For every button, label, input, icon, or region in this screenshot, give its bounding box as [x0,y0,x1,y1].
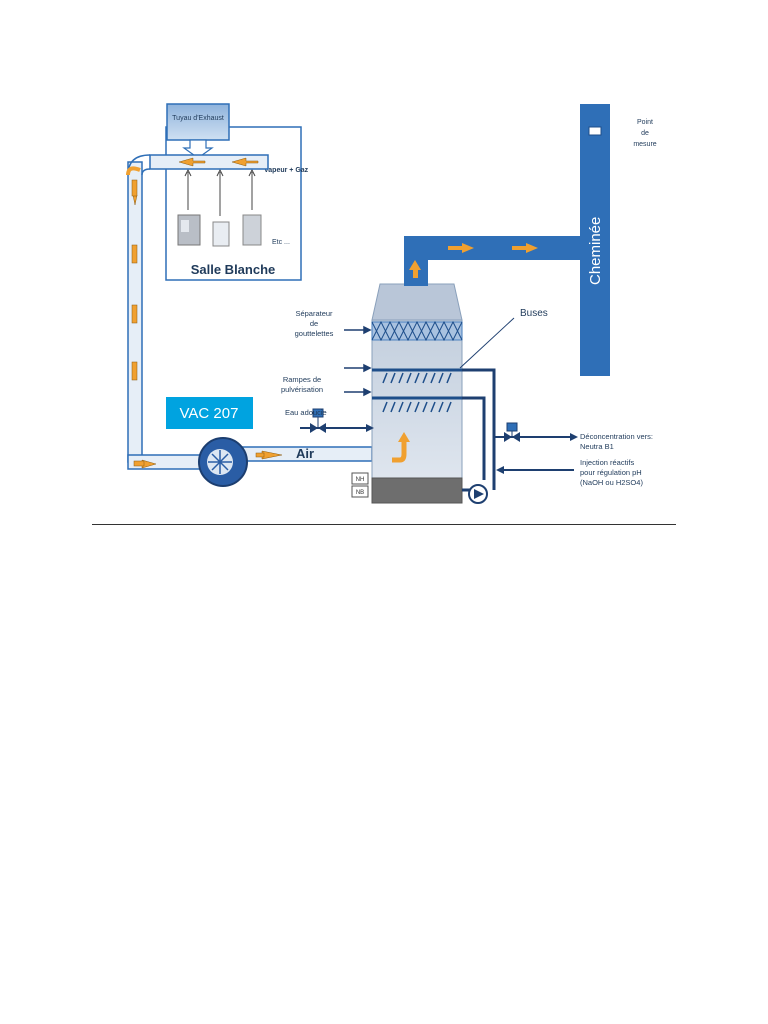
clean-room: Salle Blanche Vapeur + Gaz Etc ... [165,126,309,281]
level-high-label: NH [356,477,365,483]
chimney-label: Cheminée [587,217,604,285]
level-low-indicator [351,485,369,498]
level-high-indicator [351,472,369,485]
scrubber-diagram: Salle Blanche Vapeur + Gaz Etc ... Tuyau… [126,103,657,504]
pump-icon [468,484,488,504]
unit-badge: VAC 207 [166,397,253,429]
vapor-gas-label: Vapeur + Gaz [264,167,309,174]
unit-label: VAC 207 [180,405,239,422]
pointer-lines [344,317,515,397]
exhaust-pipe-label: Tuyau d'Exhaust [172,115,224,122]
measure-port-icon [588,126,602,136]
level-low-label: NB [356,490,364,496]
softened-water-valve [300,408,374,433]
air-label: Air [296,446,314,461]
deconcentration-label: Déconcentration vers:Neutra B1 [580,432,653,451]
chimney [580,104,610,376]
nozzles-label: Buses [520,308,548,319]
recirculation-piping [462,368,496,492]
equipment-icon [177,214,262,247]
scrubber-tower: NH NB [351,283,463,504]
fan-icon [198,437,248,487]
bottom-rule [92,524,676,525]
air-duct [127,154,373,470]
exhaust-pipe-box: Tuyau d'Exhaust [166,103,230,159]
up-flow-arrow-icon [392,440,407,463]
vapor-arrows [184,168,256,216]
softened-water-label: Eau adoucie [285,408,327,417]
deconcentration-valve [494,422,578,442]
flow-arrows [131,157,283,469]
bend-arrow-icon [126,166,141,176]
sump-tank [371,477,463,504]
reagent-injection-line [496,466,574,474]
etc-label: Etc ... [272,239,290,246]
outlet-flow-arrows [409,243,538,278]
down-arrow-icon [182,139,214,159]
outlet-duct [404,104,610,376]
clean-room-label: Salle Blanche [191,262,276,277]
